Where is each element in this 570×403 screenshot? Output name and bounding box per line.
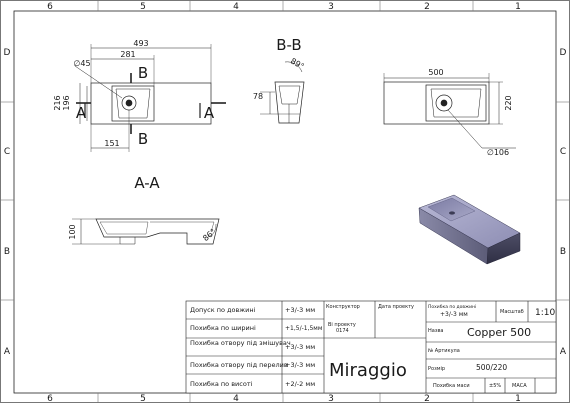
tolerance-row-3-label-text: Похибка отвору під змішувач xyxy=(190,339,291,347)
title-block-lines xyxy=(185,300,557,394)
zone-left-d: D xyxy=(4,48,11,58)
section-aa-view xyxy=(72,218,220,245)
vid-proektu-value: 0174 xyxy=(336,328,349,334)
pohybka-masy-value: ±5% xyxy=(489,383,501,389)
section-bb-view xyxy=(260,61,305,124)
zone-bottom-1: 1 xyxy=(515,394,521,403)
section-a-left-label: A xyxy=(76,104,87,122)
brand-logo-text: Miraggio xyxy=(329,360,407,381)
dim-hole-diameter: ∅45 xyxy=(73,59,90,68)
dim-overall-length: 493 xyxy=(133,39,148,48)
tolerance-row-4-label: Похибка отвору під перелив xyxy=(190,361,288,369)
tolerance-row-3-value: +3/-3 мм xyxy=(285,343,315,351)
dim-hole-106: ∅106 xyxy=(487,148,509,157)
zone-left-a: A xyxy=(4,347,11,357)
zone-labels: 6 5 4 3 2 1 6 5 4 3 2 1 D C B A D C B A xyxy=(4,2,567,403)
zone-top-3: 3 xyxy=(328,2,334,12)
nazva-value: Copper 500 xyxy=(467,326,531,339)
plan-right-labels: 500 220 ∅106 xyxy=(428,68,513,157)
section-aa-title: A-A xyxy=(134,174,160,192)
zone-right-a: A xyxy=(560,347,567,357)
zone-bottom-4: 4 xyxy=(233,394,239,403)
zone-top-1: 1 xyxy=(515,2,521,12)
zone-top-6: 6 xyxy=(47,2,53,12)
dim-height-outer: 216 xyxy=(53,95,62,110)
plan-right-view xyxy=(383,73,516,149)
vid-proektu-label: Ві проекту xyxy=(328,322,356,328)
zone-right-d: D xyxy=(560,48,567,58)
pohybka-dovzh-value: +3/-3 мм xyxy=(440,311,468,318)
tolerance-row-5-value: +2/-2 мм xyxy=(285,380,315,388)
zone-top-4: 4 xyxy=(233,2,239,12)
artykul-label: № Артикула xyxy=(428,348,460,354)
zone-right-c: C xyxy=(560,147,566,157)
data-label: Дата проекту xyxy=(378,304,414,310)
section-aa-depth: 100 xyxy=(68,224,77,239)
pohybka-dovzh-label: Похибка по довжині xyxy=(428,304,476,310)
zone-bottom-5: 5 xyxy=(140,394,146,403)
masshtab-value: 1:10 xyxy=(535,308,555,318)
section-bb-depth: 78 xyxy=(253,92,263,101)
section-b-bottom-label: B xyxy=(138,130,148,148)
section-a-right-label: A xyxy=(204,104,215,122)
tolerance-row-1-value: +3/-3 мм xyxy=(285,306,315,314)
tolerance-row-2-value: +1,5/-1,5мм xyxy=(285,325,322,332)
tolerance-row-2-label: Похибка по ширині xyxy=(190,324,256,332)
masshtab-label: Масштаб xyxy=(500,309,524,315)
section-bb-labels: B-B 89° 78 xyxy=(253,36,306,101)
section-bb-angle: 89° xyxy=(289,56,306,71)
plan-view xyxy=(74,44,226,152)
isometric-render xyxy=(418,194,521,265)
rozmir-value: 500/220 xyxy=(476,363,507,372)
zone-bottom-6: 6 xyxy=(47,394,53,403)
tolerance-row-3-label: Похибка отвору під змішувач xyxy=(190,339,291,347)
dim-height-220: 220 xyxy=(504,95,513,110)
tolerance-row-5-label: Похибка по висоті xyxy=(190,380,253,388)
dim-height-inner: 196 xyxy=(62,95,71,110)
title-block-text: Допуск по довжині +3/-3 мм Похибка по ши… xyxy=(190,304,555,389)
nazva-label: Назва xyxy=(428,328,444,334)
pohybka-masy-label: Похибка маси xyxy=(433,383,470,389)
section-b-top-label: B xyxy=(138,64,148,82)
zone-bottom-2: 2 xyxy=(424,394,430,403)
dim-width-500: 500 xyxy=(428,68,443,77)
tolerance-row-4-value: +3/-3 мм xyxy=(285,361,315,369)
konstruktor-label: Конструктор xyxy=(326,304,360,310)
section-bb-title: B-B xyxy=(276,36,301,54)
dim-offset: 151 xyxy=(104,139,119,148)
dim-inner-length: 281 xyxy=(120,50,135,59)
zone-right-b: B xyxy=(560,247,566,257)
zone-top-5: 5 xyxy=(140,2,146,12)
tolerance-row-1-label: Допуск по довжині xyxy=(190,306,256,314)
plan-view-labels: 493 281 ∅45 216 196 151 B B A A xyxy=(53,39,215,148)
zone-bottom-3: 3 xyxy=(328,394,334,403)
zone-top-2: 2 xyxy=(424,2,430,12)
zone-left-b: B xyxy=(4,247,10,257)
rozmir-label: Розмір xyxy=(428,366,445,372)
zone-left-c: C xyxy=(4,147,10,157)
masa-label: МАСА xyxy=(512,383,527,389)
